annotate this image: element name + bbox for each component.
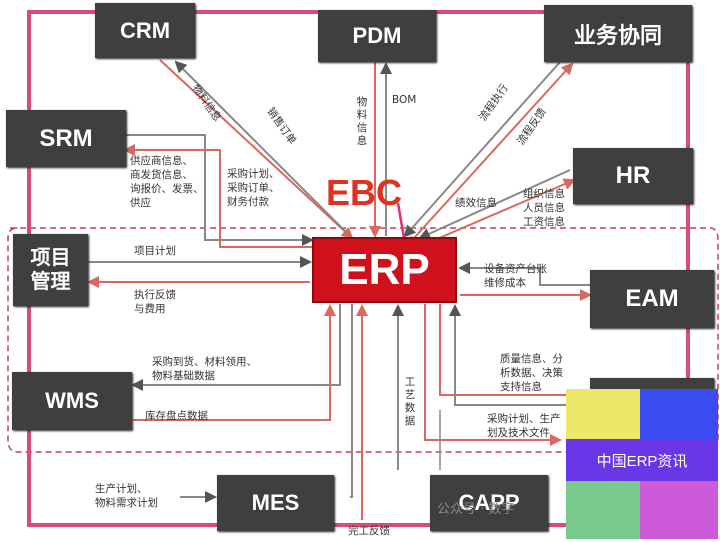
ebc-label: EBC bbox=[326, 172, 403, 213]
wms-box[interactable]: WMS bbox=[12, 372, 132, 430]
capp-box[interactable]: CAPP bbox=[430, 475, 548, 531]
enterprise-dashed-frame bbox=[7, 227, 719, 453]
connector-crm-1 bbox=[159, 59, 354, 240]
connector-collab-2 bbox=[413, 62, 574, 239]
logo-square-yellow bbox=[566, 389, 640, 439]
label-quality: 质量信息、分 析数据、决策 支持信息 bbox=[500, 353, 563, 393]
connector-hr-1 bbox=[418, 169, 571, 240]
label-mes-b: 完工反馈 bbox=[348, 525, 390, 537]
connector-srm-1 bbox=[125, 134, 314, 246]
crm-box[interactable]: CRM bbox=[95, 3, 195, 58]
label-wms-a: 采购到货、材料领用、 物料基础数据 bbox=[152, 356, 257, 382]
connector-q-1 bbox=[439, 304, 602, 401]
label-pdm-a: 物料信息 bbox=[356, 96, 368, 147]
connector-crm-2 bbox=[174, 60, 347, 233]
label-pm-a: 项目计划 bbox=[134, 245, 176, 257]
label-capp-a: 工艺数据 bbox=[404, 376, 416, 427]
logo-text: 中国ERP资讯 bbox=[596, 452, 688, 470]
label-pdm-b: BOM bbox=[392, 94, 417, 106]
hr-box[interactable]: HR bbox=[573, 148, 693, 204]
logo-square-magenta bbox=[640, 481, 718, 539]
label-srm-a: 供应商信息、 商发货信息、 询报价、发票、 供应 bbox=[130, 155, 204, 209]
connector-hr-2 bbox=[429, 178, 576, 243]
label-eam-a: 设备资产台账 维修成本 bbox=[484, 263, 547, 289]
pdm-box[interactable]: PDM bbox=[318, 10, 436, 62]
eam-box[interactable]: EAM bbox=[590, 270, 714, 328]
connector-q-2 bbox=[449, 304, 600, 406]
connector-wms-1 bbox=[131, 304, 341, 391]
label-mes-a: 生产计划、 物料需求计划 bbox=[95, 483, 158, 509]
logo-square-blue bbox=[640, 389, 718, 439]
mes-box[interactable]: MES bbox=[217, 475, 334, 531]
label-hr-a: 绩效信息 bbox=[455, 197, 497, 209]
watermark: 公众号 · 数字 bbox=[437, 502, 515, 517]
logo-block: 中国ERP资讯 bbox=[566, 389, 718, 539]
connector-capp-2 bbox=[424, 304, 562, 446]
label-pm-b: 执行反馈 与费用 bbox=[134, 289, 176, 315]
connector-eam-1 bbox=[458, 262, 590, 286]
connector-collab-1 bbox=[403, 61, 561, 238]
connector-mes-1 bbox=[350, 304, 353, 498]
collab-box[interactable]: 业务协同 bbox=[544, 5, 692, 62]
logo-band-purple bbox=[566, 439, 718, 481]
srm-box[interactable]: SRM bbox=[6, 110, 126, 167]
label-wms-b: 库存盘点数据 bbox=[145, 410, 208, 422]
connector-srm-2 bbox=[123, 144, 312, 248]
erp-box[interactable]: ERP bbox=[312, 237, 457, 303]
logo-square-green bbox=[566, 481, 640, 539]
label-hr-b: 组织信息 人员信息 工资信息 bbox=[523, 188, 565, 228]
label-capp-b: 采购计划、生产 划及技术文件 bbox=[487, 413, 561, 439]
connector-wms-2 bbox=[133, 304, 336, 421]
pm-box[interactable]: 项目 管理 bbox=[13, 234, 88, 306]
label-srm-b: 采购计划、 采购订单、 财务付款 bbox=[227, 168, 280, 208]
